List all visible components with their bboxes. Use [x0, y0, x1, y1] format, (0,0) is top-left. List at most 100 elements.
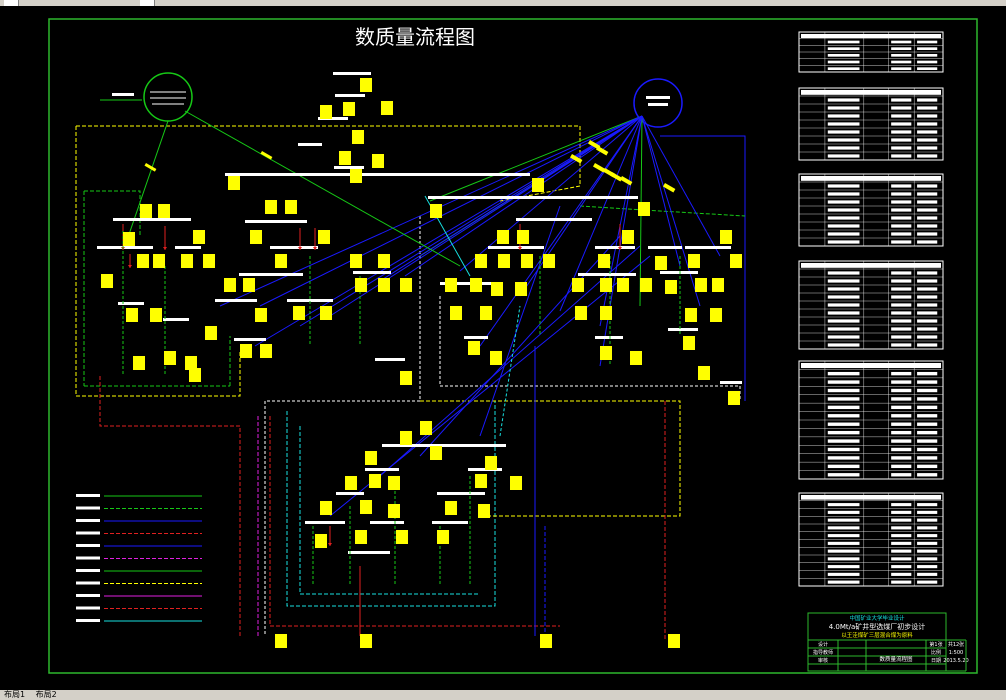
data-label-box [720, 230, 732, 244]
table-text [891, 388, 912, 393]
equipment-bar [305, 521, 345, 524]
table-text [827, 138, 860, 142]
table-text [917, 388, 938, 393]
table-text [917, 541, 938, 545]
stream-label [620, 175, 633, 186]
table-text [827, 106, 860, 110]
toolbar-button[interactable] [140, 0, 155, 6]
table-text [891, 405, 912, 410]
table-text [917, 295, 938, 299]
table-text [917, 439, 938, 443]
flow-line [124, 120, 169, 247]
table-text [827, 122, 860, 126]
data-label-box [598, 254, 610, 268]
legend-swatch-label [76, 544, 100, 547]
equipment-bar [234, 338, 266, 341]
table-text [917, 464, 938, 469]
table-text [917, 549, 938, 553]
table-text [917, 47, 938, 50]
table-text [917, 311, 938, 315]
table-text [917, 319, 938, 323]
data-label-box [150, 308, 162, 322]
table-text [891, 335, 912, 339]
data-label-box [445, 501, 457, 515]
data-label-box [468, 341, 480, 355]
table-text [891, 287, 912, 291]
data-label-box [437, 530, 449, 544]
toolbar-button[interactable] [4, 0, 19, 6]
data-label-box [617, 278, 629, 292]
table-text [891, 549, 912, 553]
table-text [827, 154, 860, 158]
data-label-box [378, 254, 390, 268]
stream-label [663, 183, 676, 193]
table-text [827, 549, 860, 553]
drawing-frame [48, 18, 978, 674]
table-text [827, 232, 860, 236]
table-text [891, 572, 912, 576]
data-label-box [430, 446, 442, 460]
data-label-box [470, 278, 482, 292]
table-text [827, 287, 860, 291]
data-label-box [388, 476, 400, 490]
title-block-row-design: 设计 [818, 641, 828, 648]
table-text [827, 414, 860, 418]
title-block-scale: 1:500 [949, 650, 963, 656]
data-label-box [318, 230, 330, 244]
table-text [827, 430, 860, 435]
table-text [891, 138, 912, 142]
legend-swatch-label [76, 531, 100, 535]
table-text [827, 422, 860, 426]
data-label-box [285, 200, 297, 214]
stream-label [593, 162, 606, 173]
table-text [917, 224, 938, 228]
legend-swatch-label [76, 619, 100, 622]
table-text [827, 327, 860, 331]
table-text [917, 303, 938, 307]
table-text [827, 557, 860, 561]
equipment-bar [113, 218, 191, 221]
flow-line [299, 426, 480, 595]
table-text [891, 503, 912, 507]
data-label-box [532, 178, 544, 192]
data-label-box [243, 278, 255, 292]
table-text [827, 580, 860, 584]
tab-layout-1[interactable]: 布局1 [4, 690, 26, 699]
table-text [891, 184, 912, 188]
table-text [917, 106, 938, 110]
table-text [917, 98, 938, 102]
tab-layout-2[interactable]: 布局2 [35, 690, 57, 699]
data-label-box [365, 451, 377, 465]
table-text [917, 397, 938, 401]
table-header [801, 363, 941, 369]
data-label-box [490, 351, 502, 365]
table-text [827, 192, 860, 196]
data-label-box [698, 366, 710, 380]
data-label-box [730, 254, 742, 268]
data-label-box [265, 200, 277, 214]
table-text [917, 138, 938, 142]
data-label-box [540, 634, 552, 648]
table-header [801, 495, 941, 500]
drawing-canvas[interactable]: 数质量流程图 中国矿业大学毕业设计 4.0Mt/a矿井型选煤厂初步设计 以王洼煤… [0, 6, 1006, 690]
table-text [917, 60, 938, 64]
table-text [891, 456, 912, 460]
data-label-box [668, 634, 680, 648]
data-label-box [543, 254, 555, 268]
data-label-box [203, 254, 215, 268]
table-text [827, 565, 860, 569]
table-text [827, 40, 860, 44]
table-text [917, 565, 938, 569]
equipment-bar [333, 72, 371, 75]
table-text [827, 518, 860, 522]
data-label-box [728, 391, 740, 405]
flow-line [264, 216, 421, 636]
data-label-box [517, 230, 529, 244]
equipment-bar [668, 328, 698, 331]
table-text [827, 335, 860, 339]
data-label-box [360, 500, 372, 514]
data-label-box [320, 306, 332, 320]
equipment-bar [225, 173, 530, 176]
data-label-box [400, 371, 412, 385]
data-label-box [126, 308, 138, 322]
